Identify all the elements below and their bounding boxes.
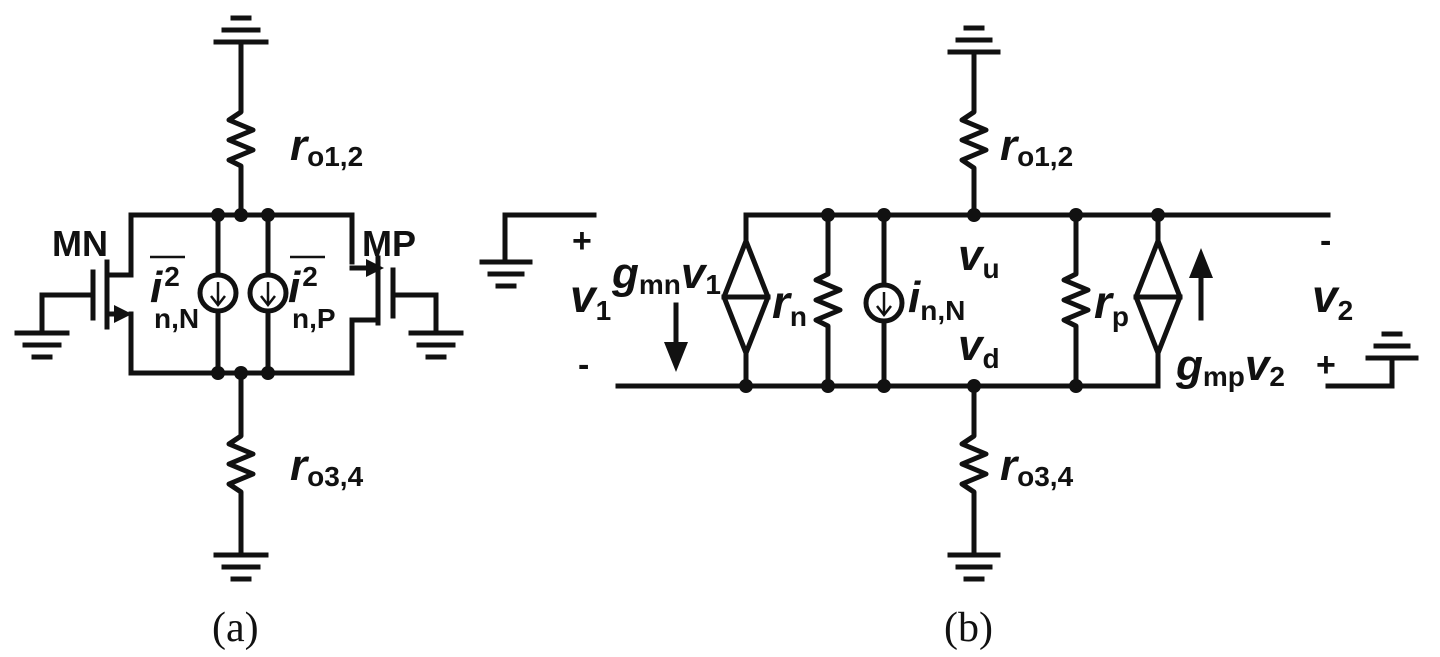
panel-b-label-vd: vd [958, 321, 1000, 374]
panel-b-right-output-ground [1325, 331, 1419, 389]
panel-a-noise-source-p [247, 212, 289, 376]
panel-a-label-in-p: i2 [288, 261, 318, 312]
panel-b-resistor-rn [813, 212, 843, 389]
panel-b-label-ro34: ro3,4 [1000, 441, 1074, 492]
panel-b-label-vu: vu [958, 231, 1000, 284]
panel-b-label-ro12: ro1,2 [1000, 121, 1073, 172]
panel-b-junction [967, 208, 981, 222]
panel-b-label-plus-left: + [572, 222, 592, 260]
panel-a-resistor-ro12 [226, 102, 256, 217]
panel-a-resistor-ro34 [226, 427, 256, 558]
panel-b-label-plus-right: + [1316, 346, 1336, 384]
panel-a-junction [234, 208, 248, 222]
panel-a-top-ground [213, 15, 269, 108]
panel-b-label-minus-left: - [578, 346, 589, 384]
panel-b-label-rn: rn [772, 276, 807, 332]
panel-b-resistor-ro12 [959, 102, 989, 217]
panel-a-noise-source-n [197, 212, 239, 376]
panel-b-label-rp: rp [1094, 276, 1129, 332]
panel-b-resistor-ro34 [959, 427, 989, 558]
panel-b-noise-source [863, 212, 905, 389]
panel-b-dependent-source-gmn [721, 212, 771, 389]
panel-a-caption: (a) [212, 605, 259, 651]
panel-a-label-in-n-sub: n,N [154, 303, 199, 334]
panel-b-label-gmn-v1: gmnv1 [611, 249, 721, 300]
panel-a-bottom-ground [213, 552, 269, 582]
panel-b-equivalent-circuit: ro1,2 + - v1 [479, 25, 1419, 651]
panel-b-label-in: in,N [908, 273, 965, 326]
panel-b-resistor-rp [1061, 212, 1091, 389]
panel-b-bottom-ground [947, 552, 1001, 582]
panel-a-label-ro12: ro1,2 [290, 121, 363, 172]
panel-b-label-minus-right: - [1320, 222, 1331, 260]
panel-b-left-input-ground [479, 212, 597, 289]
panel-b-label-v1: v1 [570, 270, 611, 326]
panel-a-nmos-mn [14, 212, 134, 376]
panel-b-top-ground [947, 25, 1001, 108]
panel-a-small-signal-noise-circuit: ro1,2 ro3,4 [14, 15, 464, 651]
panel-b-arrow-up-icon [1189, 248, 1213, 321]
panel-a-label-ro34: ro3,4 [290, 441, 364, 492]
panel-a-label-in-n: i2 [150, 261, 180, 312]
panel-a-label-mn: MN [52, 223, 108, 264]
panel-b-label-v2: v2 [1312, 270, 1353, 326]
panel-b-caption: (b) [944, 605, 993, 651]
panel-a-pmos-mp [349, 212, 464, 376]
panel-a-label-in-p-sub: n,P [292, 303, 336, 334]
panel-b-arrow-down-icon [664, 302, 688, 372]
panel-b-dependent-source-gmp [1133, 212, 1183, 389]
panel-a-label-mp: MP [362, 223, 416, 264]
panel-b-label-gmp-v2: gmpv2 [1175, 341, 1285, 392]
